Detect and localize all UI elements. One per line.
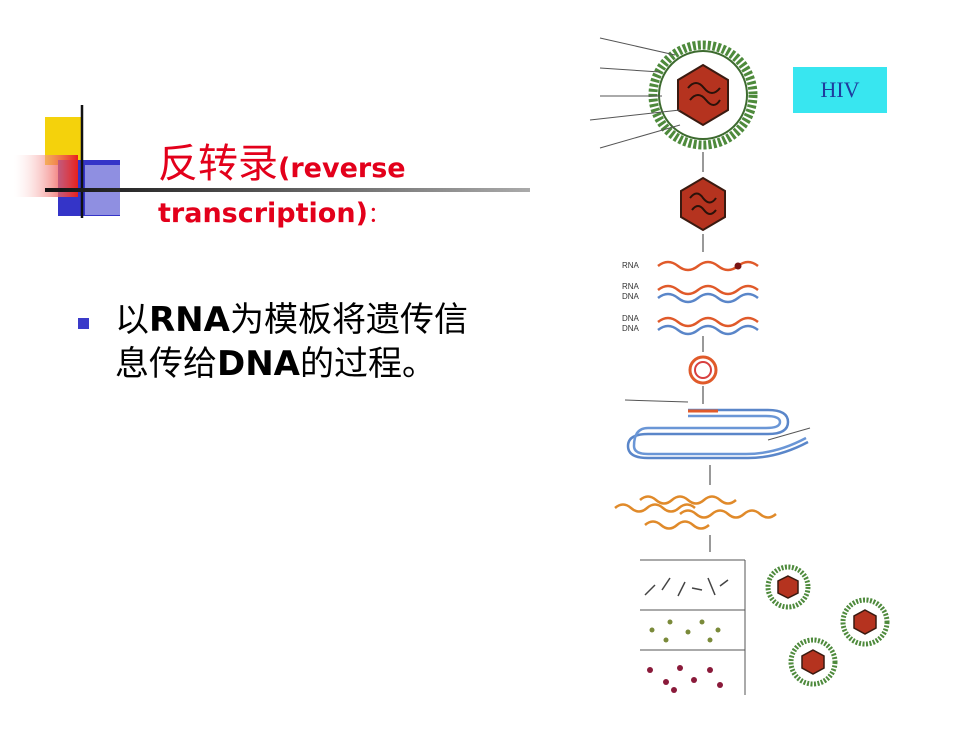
dsdna-strand-1 <box>657 316 759 328</box>
budding-virion-3 <box>788 637 838 687</box>
hiv-virion-icon <box>648 40 758 150</box>
virion-pointer-lines <box>589 37 681 149</box>
title-underline <box>45 188 530 192</box>
hybrid-dna-strand <box>657 292 759 304</box>
transcribed-rnas <box>614 495 777 530</box>
bullet-dna: DNA <box>217 344 300 384</box>
reverse-transcription-diagram: RNA RNA DNA DNA DNA <box>589 37 890 695</box>
title-colon: ： <box>367 203 390 228</box>
hybrid-rna-strand <box>657 284 759 296</box>
bullet-rna: RNA <box>149 300 230 340</box>
title-english-1: (reverse <box>278 153 406 184</box>
title-chinese: 反转录 <box>158 141 278 187</box>
label-hybrid-top: RNA <box>622 282 640 291</box>
bullet-text: 以RNA为模板将遗传信息传给DNA的过程。 <box>115 298 498 386</box>
circular-dna-icon <box>688 355 718 385</box>
host-chromosome <box>624 399 811 460</box>
title-english-2: transcription) <box>158 198 368 229</box>
hiv-badge: HIV <box>793 67 887 113</box>
label-ds-top: DNA <box>622 314 640 323</box>
bullet-text-1: 以 <box>115 300 149 340</box>
budding-virion-1 <box>765 564 811 610</box>
rna-strand <box>657 260 759 272</box>
label-hybrid-bottom: DNA <box>622 292 640 301</box>
slide-title: 反转录(reverse transcription)： <box>158 143 518 238</box>
label-ds-bottom: DNA <box>622 324 640 333</box>
bullet-text-3: 的过程。 <box>300 344 436 384</box>
bullet-text-2: 为模板将遗传信息传给 <box>115 300 468 384</box>
title-decoration <box>14 105 530 218</box>
assembly-panel <box>640 559 746 695</box>
dsdna-strand-2 <box>657 324 759 336</box>
budding-virion-2 <box>840 597 890 647</box>
viral-core-icon <box>680 176 726 232</box>
bullet-point: 以RNA为模板将遗传信息传给DNA的过程。 <box>78 298 498 386</box>
label-rna: RNA <box>622 261 640 270</box>
bullet-square-icon <box>78 318 89 329</box>
